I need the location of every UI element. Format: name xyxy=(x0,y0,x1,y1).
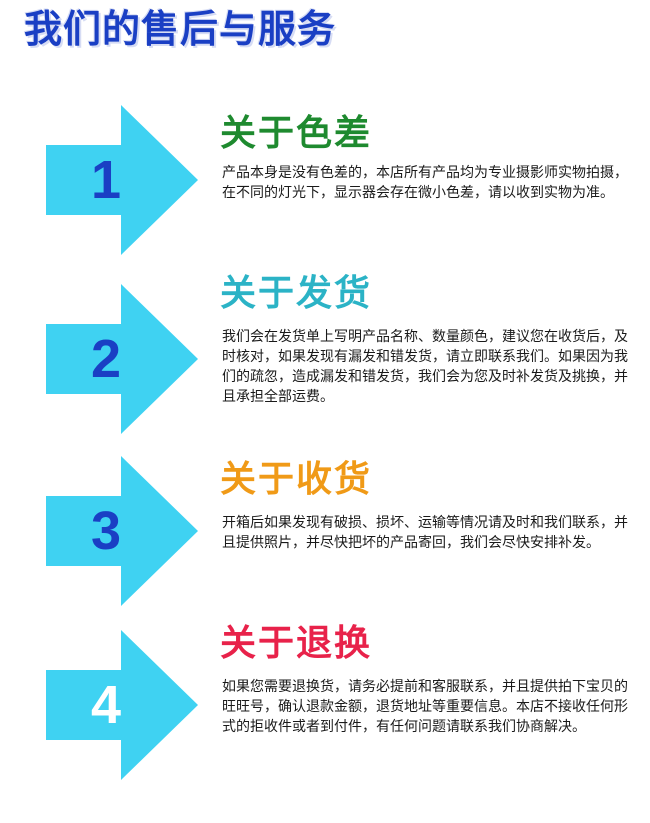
section-body: 如果您需要退换货，请务必提前和客服联系，并且提供拍下宝贝的旺旺号，确认退款金额，… xyxy=(222,679,628,735)
section-number: 4 xyxy=(90,675,122,735)
arrow-shape-icon xyxy=(46,630,198,780)
section-body: 开箱后如果发现有破损、损坏、运输等情况请及时和我们联系，并且提供照片，并尽快把坏… xyxy=(222,515,628,551)
arrow-shape-icon xyxy=(46,284,198,434)
arrow-shape-icon xyxy=(46,105,198,255)
arrow-4: 4 xyxy=(46,630,198,780)
arrow-shape-icon xyxy=(46,456,198,606)
section-heading: 关于发货 xyxy=(220,273,373,314)
section-number: 1 xyxy=(90,150,122,210)
section-number: 2 xyxy=(90,329,122,389)
arrow-2: 2 xyxy=(46,284,198,434)
page-title: 我们的售后与服务 xyxy=(24,7,337,51)
arrow-1: 1 xyxy=(46,105,198,255)
section-heading: 关于退换 xyxy=(220,623,373,664)
arrow-3: 3 xyxy=(46,456,198,606)
section-heading: 关于色差 xyxy=(220,113,373,154)
section-heading: 关于收货 xyxy=(220,459,373,500)
section-body: 产品本身是没有色差的，本店所有产品均为专业摄影师实物拍摄，在不同的灯光下，显示器… xyxy=(222,165,628,201)
section-number: 3 xyxy=(90,501,122,561)
section-body: 我们会在发货单上写明产品名称、数量颜色，建议您在收货后，及时核对，如果发现有漏发… xyxy=(222,329,628,405)
